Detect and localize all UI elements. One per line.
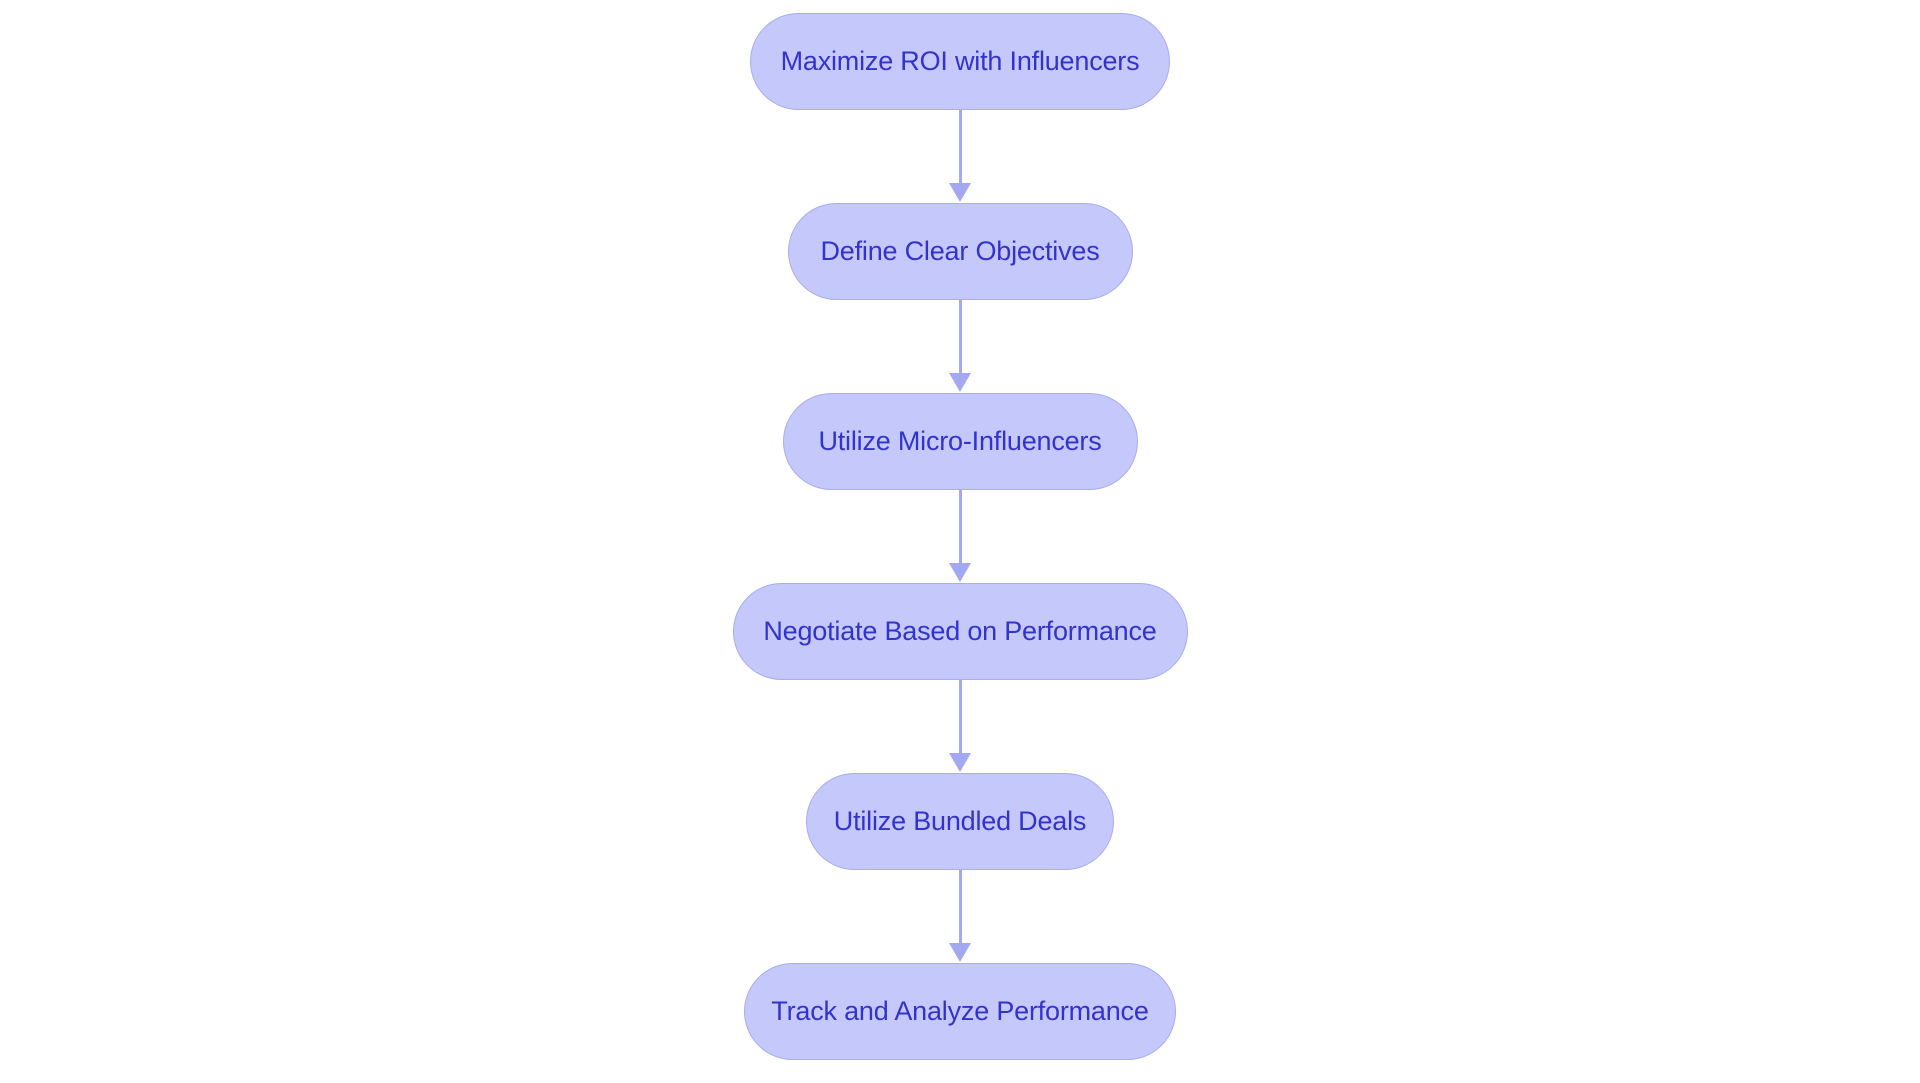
- connector-line-3: [958, 490, 962, 564]
- flowchart-connector-5: [940, 870, 980, 963]
- flowchart-node-1[interactable]: Maximize ROI with Influencers: [750, 13, 1170, 110]
- flowchart-connector-4: [940, 680, 980, 773]
- arrow-down-icon-5: [949, 943, 971, 962]
- flowchart-node-2[interactable]: Define Clear Objectives: [787, 203, 1133, 300]
- flowchart-node-2-label: Define Clear Objectives: [820, 236, 1100, 266]
- connector-line-4: [958, 680, 962, 754]
- flowchart-node-5[interactable]: Utilize Bundled Deals: [806, 773, 1114, 870]
- arrow-down-icon-4: [949, 753, 971, 772]
- connector-line-1: [958, 110, 962, 184]
- flowchart-node-6[interactable]: Track and Analyze Performance: [744, 963, 1176, 1060]
- connector-line-5: [958, 870, 962, 944]
- flowchart-node-4-label: Negotiate Based on Performance: [763, 616, 1157, 646]
- flowchart-node-6-label: Track and Analyze Performance: [771, 996, 1149, 1026]
- flowchart-connector-1: [940, 110, 980, 203]
- flowchart-connector-2: [940, 300, 980, 393]
- flowchart-connector-3: [940, 490, 980, 583]
- arrow-down-icon-1: [949, 183, 971, 202]
- flowchart-node-3-label: Utilize Micro-Influencers: [818, 426, 1102, 456]
- flowchart-node-1-label: Maximize ROI with Influencers: [780, 46, 1140, 76]
- arrow-down-icon-3: [949, 563, 971, 582]
- arrow-down-icon-2: [949, 373, 971, 392]
- flowchart-node-3[interactable]: Utilize Micro-Influencers: [782, 393, 1138, 490]
- connector-line-2: [958, 300, 962, 374]
- flowchart-node-5-label: Utilize Bundled Deals: [833, 806, 1087, 836]
- flowchart-node-4[interactable]: Negotiate Based on Performance: [732, 583, 1188, 680]
